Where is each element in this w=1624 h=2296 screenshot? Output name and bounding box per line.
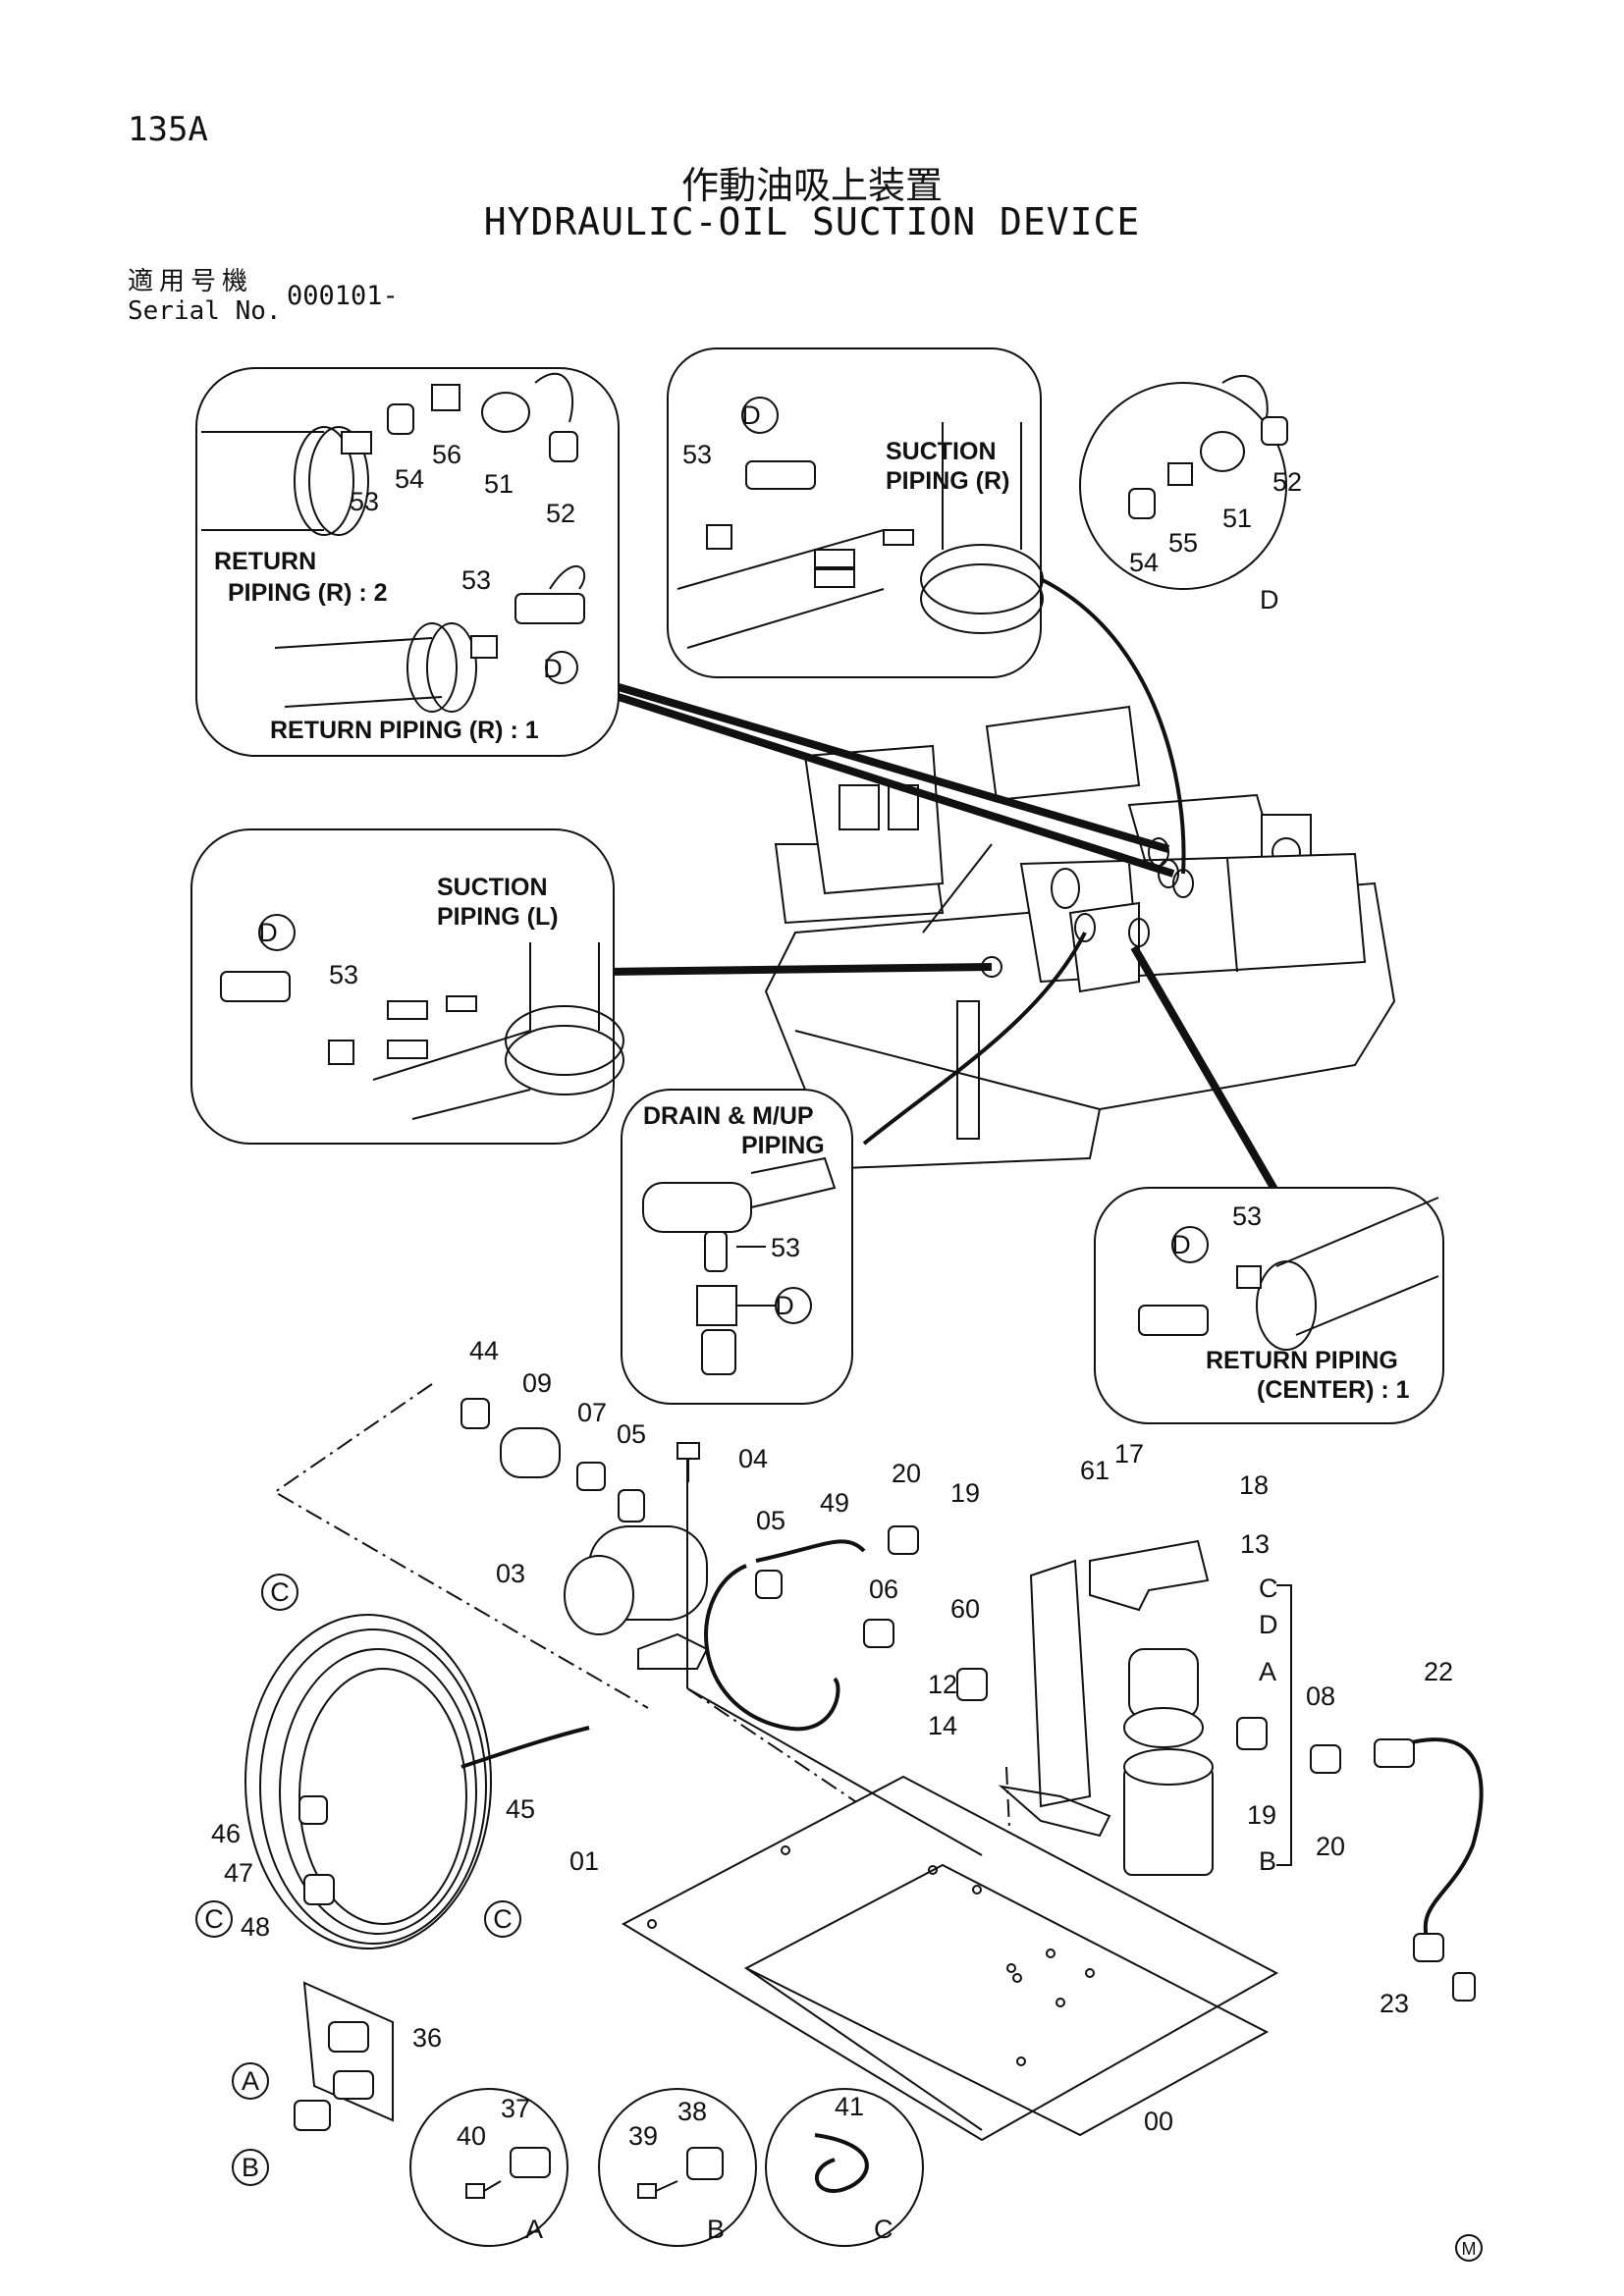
assembly-labels: 44 09 07 05 04 03 05 49 20 19 06 60 12 1…: [211, 1336, 1453, 2244]
callout-return-piping-center: RETURN PIPING: [1206, 1347, 1398, 1374]
part-number: 52: [546, 499, 575, 528]
part-number: 20: [892, 1459, 921, 1488]
callout-return-piping-center: (CENTER) : 1: [1257, 1376, 1410, 1404]
ref-b: B: [1259, 1846, 1276, 1876]
part-number: 54: [1129, 548, 1159, 577]
ref-d: D: [775, 1291, 794, 1320]
callout-drain-piping: PIPING: [741, 1132, 825, 1159]
callout-suction-piping-l: PIPING (L): [437, 903, 559, 931]
ref-c: C: [1259, 1574, 1278, 1603]
part-number: 06: [869, 1575, 898, 1604]
page-number: 135A: [128, 110, 208, 149]
part-number: 40: [457, 2121, 486, 2151]
part-number: 60: [950, 1594, 980, 1624]
detail-d: 54 55 51 52 D: [1079, 375, 1302, 614]
ref-d: D: [543, 654, 563, 683]
ref-c: C: [874, 2215, 893, 2244]
part-number: 46: [211, 1819, 241, 1848]
part-number: 37: [501, 2094, 530, 2123]
part-number: 05: [617, 1419, 646, 1449]
callout-return-piping-r1: RETURN PIPING (R) : 1: [270, 717, 539, 744]
ref-c: C: [204, 1904, 224, 1934]
part-number: 20: [1316, 1832, 1345, 1861]
serial-label: Serial No.: [128, 296, 282, 326]
part-number: 39: [628, 2121, 658, 2151]
part-number: 51: [484, 469, 514, 499]
part-number: 61: [1080, 1456, 1110, 1485]
ref-a: A: [525, 2215, 543, 2244]
ref-b: B: [242, 2153, 259, 2182]
part-number: 53: [771, 1233, 800, 1262]
part-number: 09: [522, 1368, 552, 1398]
part-number: 05: [756, 1506, 785, 1535]
part-number: 36: [412, 2023, 442, 2053]
return-piping-r-detail: 53 54 56 51 52 53 D RETURN PIPING (R) : …: [195, 367, 620, 757]
ref-d: D: [1259, 1610, 1278, 1639]
part-number: 53: [682, 440, 712, 469]
ref-c: C: [270, 1577, 290, 1607]
part-number: 13: [1240, 1529, 1270, 1559]
part-number: 45: [506, 1794, 535, 1824]
part-number: 53: [461, 565, 491, 595]
part-number: 03: [496, 1559, 525, 1588]
part-number: 48: [241, 1912, 270, 1942]
return-piping-center-detail: D 53 RETURN PIPING (CENTER) : 1: [1094, 1187, 1444, 1424]
part-number: 44: [469, 1336, 499, 1365]
part-number: 53: [1232, 1201, 1262, 1231]
ref-d: D: [1171, 1230, 1191, 1259]
part-number: 17: [1114, 1439, 1144, 1468]
manufacturer-mark: M: [1462, 2239, 1477, 2259]
part-number: 49: [820, 1488, 849, 1518]
part-number: 56: [432, 440, 461, 469]
ref-c: C: [493, 1904, 513, 1934]
machine-body: [764, 705, 1396, 1170]
part-number: 08: [1306, 1682, 1335, 1711]
part-number: 47: [224, 1858, 253, 1888]
ref-d: D: [1260, 585, 1279, 614]
part-number: 23: [1380, 1989, 1409, 2018]
part-number: 55: [1168, 528, 1198, 558]
part-number: 54: [395, 464, 424, 494]
part-number: 41: [835, 2092, 864, 2121]
part-number: 07: [577, 1398, 607, 1427]
exploded-assembly: [244, 1383, 1484, 2247]
suction-piping-l-detail: D 53 SUCTION PIPING (L): [190, 828, 624, 1145]
part-number: 53: [350, 487, 379, 516]
part-number: 18: [1239, 1470, 1269, 1500]
page-title: HYDRAULIC-OIL SUCTION DEVICE: [483, 200, 1141, 243]
circled-refs: C C C A B M: [195, 1574, 1483, 2262]
ref-a: A: [1259, 1657, 1276, 1686]
part-number: 12: [928, 1670, 957, 1699]
suction-piping-r-detail: D 53 SUCTION PIPING (R): [667, 347, 1044, 678]
part-number: 38: [677, 2097, 707, 2126]
part-number: 51: [1222, 504, 1252, 533]
part-number: 04: [738, 1444, 768, 1473]
ref-b: B: [707, 2215, 725, 2244]
ref-a: A: [242, 2066, 259, 2096]
callout-suction-piping-r: SUCTION: [886, 438, 997, 465]
callout-drain-piping: DRAIN & M/UP: [643, 1102, 814, 1130]
callout-return-piping-r2: PIPING (R) : 2: [228, 579, 388, 607]
part-number: 19: [950, 1478, 980, 1508]
part-number: 14: [928, 1711, 957, 1740]
part-number: 19: [1247, 1800, 1276, 1830]
drain-piping-detail: DRAIN & M/UP PIPING 53 D: [621, 1089, 853, 1405]
part-number: 22: [1424, 1657, 1453, 1686]
page-title-japanese: 作動油吸上装置: [680, 164, 943, 207]
part-number: 53: [329, 960, 358, 989]
ref-d: D: [258, 918, 278, 947]
callout-return-piping-r2: RETURN: [214, 548, 316, 575]
part-number: 00: [1144, 2107, 1173, 2136]
serial-value: 000101-: [287, 281, 399, 311]
callout-suction-piping-r: PIPING (R): [886, 467, 1009, 495]
ref-d: D: [741, 400, 761, 430]
part-number: 01: [569, 1846, 599, 1876]
callout-suction-piping-l: SUCTION: [437, 874, 548, 901]
serial-label-japanese: 適用号機: [128, 267, 254, 296]
bubble-leaders: [608, 577, 1280, 1196]
part-number: 52: [1272, 467, 1302, 497]
